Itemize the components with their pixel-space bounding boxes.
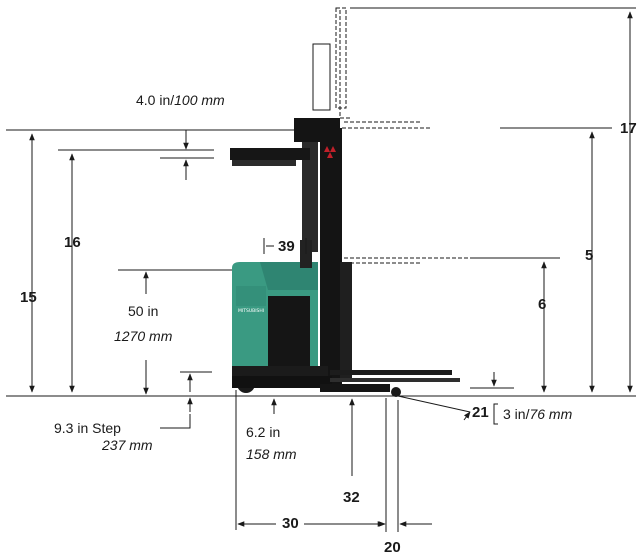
step-height-imperial: 9.3 in Step: [54, 420, 121, 436]
fork-lowered-metric: 76 mm: [529, 406, 573, 422]
fork-thickness-label: 4.0 in/100 mm: [136, 92, 225, 108]
extended-mast-outline: [335, 7, 470, 264]
height-50-metric: 1270 mm: [114, 328, 173, 344]
upper-carriage-outline: [312, 43, 331, 111]
forks: [320, 370, 460, 397]
callout-32: 32: [343, 489, 360, 506]
callout-39: 39: [278, 238, 295, 255]
ground-clearance-imperial: 6.2 in: [246, 424, 281, 440]
callout-21: 21: [472, 404, 489, 421]
fork-lowered-imperial: 3 in/: [503, 406, 530, 422]
height-50-imperial: 50 in: [128, 303, 159, 319]
callout-15: 15: [20, 289, 37, 306]
callout-20: 20: [384, 539, 401, 556]
step-height-metric: 237 mm: [102, 437, 153, 453]
overhead-guard: [230, 146, 336, 166]
truck-body: MITSUBISHI: [232, 240, 332, 393]
callout-16: 16: [64, 234, 81, 251]
mast: [294, 118, 352, 390]
callout-6: 6: [538, 296, 547, 313]
fork-thickness-imperial: 4.0 in/: [136, 92, 175, 108]
callout-17: 17: [620, 120, 637, 137]
fork-thickness-metric: 100 mm: [174, 92, 225, 108]
callout-30: 30: [282, 515, 299, 532]
callout-5: 5: [585, 247, 594, 264]
svg-text:MITSUBISHI: MITSUBISHI: [238, 308, 264, 314]
fork-lowered-label: 3 in/76 mm: [503, 406, 572, 422]
dimension-lines: [6, 7, 636, 532]
ground-clearance-metric: 158 mm: [246, 446, 297, 462]
